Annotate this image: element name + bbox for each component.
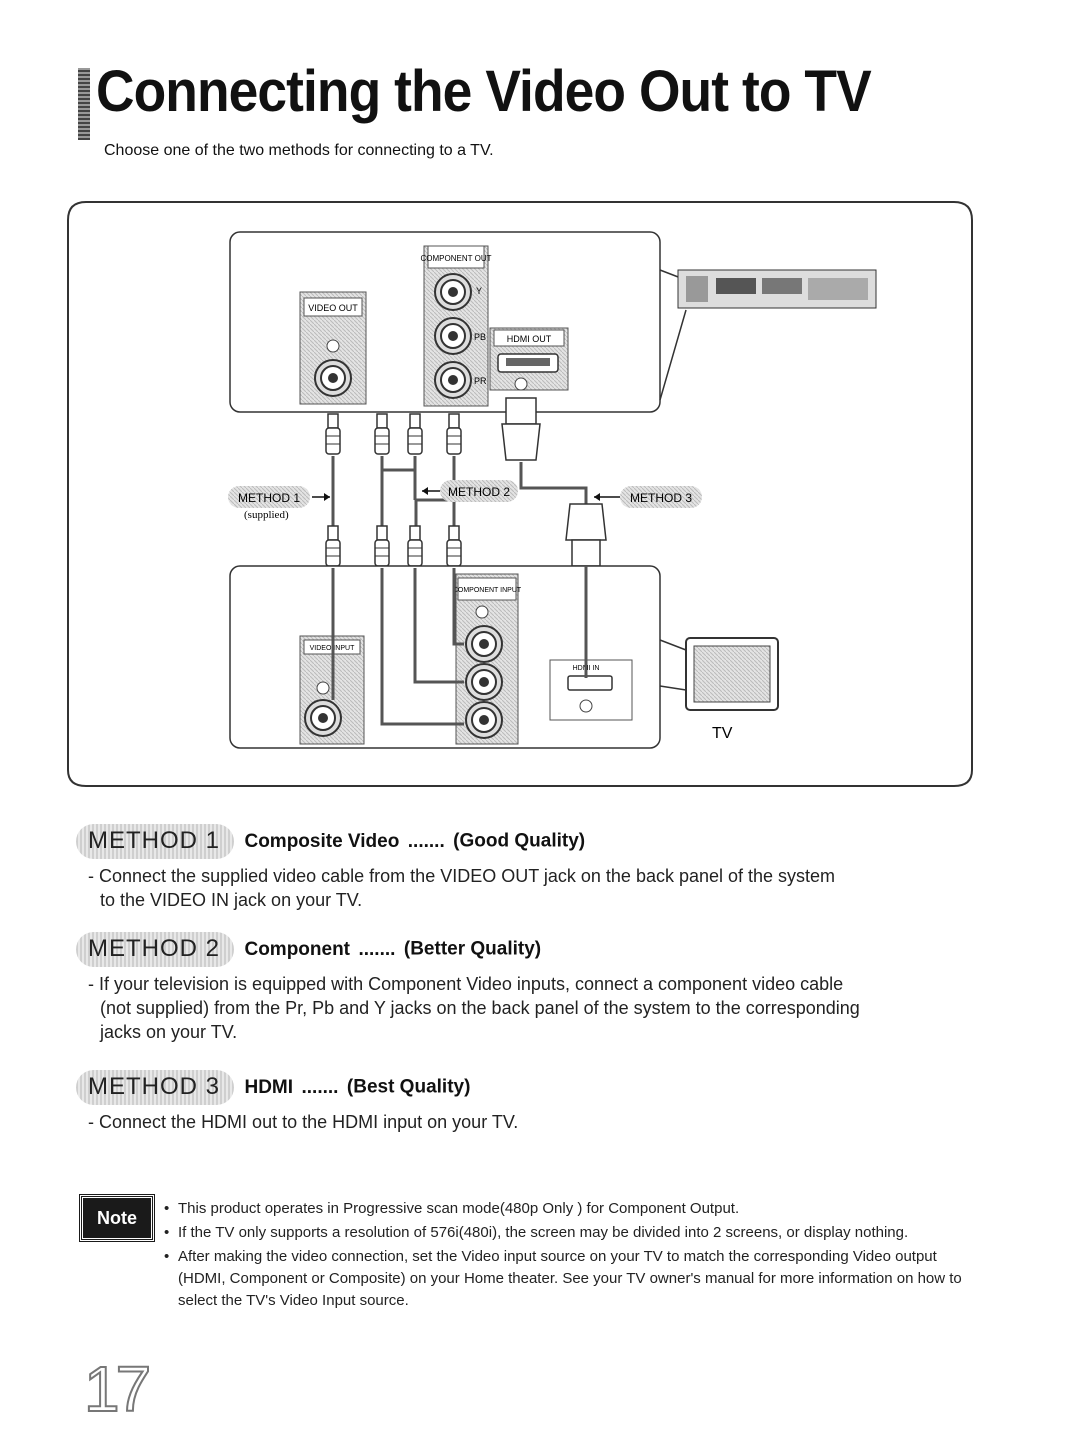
method-dots: ....... — [301, 1076, 339, 1098]
tv-label: TV — [712, 725, 733, 742]
method-name: Component — [244, 938, 351, 960]
method1-description: - Connect the supplied video cable from … — [88, 864, 835, 912]
method-badge: METHOD 2 — [76, 932, 235, 967]
method-name: Composite Video — [244, 830, 400, 852]
method3-diagram-label: METHOD 3 — [630, 491, 692, 505]
note-item: If the TV only supports a resolution of … — [164, 1222, 964, 1244]
home-theater-unit-illustration — [659, 269, 877, 401]
method2-description: - If your television is equipped with Co… — [88, 972, 860, 1044]
method3-heading: METHOD 3 HDMI ....... (Best Quality) — [76, 1070, 470, 1105]
method-quality: (Best Quality) — [346, 1076, 471, 1098]
tv-illustration — [659, 637, 779, 711]
component-input-label: COMPONENT INPUT — [453, 587, 522, 594]
pb-jack-label: PB — [474, 332, 486, 342]
connection-diagram: VIDEO OUT COMPONENT OUT Y PB PR HDMI OUT — [66, 200, 974, 788]
hdmi-out-label: HDMI OUT — [507, 334, 552, 344]
tv-back-panel — [229, 565, 661, 749]
note-item: This product operates in Progressive sca… — [164, 1198, 964, 1220]
page-number: 17 — [83, 1352, 152, 1426]
page-subtitle: Choose one of the two methods for connec… — [104, 142, 494, 159]
note-item: After making the video connection, set t… — [164, 1246, 964, 1312]
y-jack-label: Y — [476, 286, 482, 296]
component-out-label: COMPONENT OUT — [421, 254, 492, 263]
pr-jack-label: PR — [474, 376, 487, 386]
method-badge: METHOD 1 — [76, 824, 235, 859]
note-list: This product operates in Progressive sca… — [164, 1198, 964, 1314]
page-title: Connecting the Video Out to TV — [96, 59, 872, 124]
method3-description: - Connect the HDMI out to the HDMI input… — [88, 1110, 518, 1134]
method-badge: METHOD 3 — [76, 1070, 235, 1105]
method-dots: ....... — [358, 938, 396, 960]
method-text-line: to the VIDEO IN jack on your TV. — [100, 890, 363, 910]
method-text-line: - If your television is equipped with Co… — [88, 974, 844, 994]
method-text-line: jacks on your TV. — [100, 1022, 238, 1042]
method1-heading: METHOD 1 Composite Video ....... (Good Q… — [76, 824, 585, 859]
video-out-label: VIDEO OUT — [308, 303, 358, 313]
method2-heading: METHOD 2 Component ....... (Better Quali… — [76, 932, 541, 967]
method-name: HDMI — [244, 1076, 294, 1098]
title-accent-bar — [78, 68, 90, 140]
method-text-line: - Connect the supplied video cable from … — [88, 866, 836, 886]
method1-diagram-label: METHOD 1 — [238, 491, 300, 505]
method-text-line: - Connect the HDMI out to the HDMI input… — [88, 1112, 519, 1132]
method-quality: (Better Quality) — [403, 938, 542, 960]
supplied-label: (supplied) — [244, 509, 289, 521]
method2-diagram-label: METHOD 2 — [448, 485, 510, 499]
method-dots: ....... — [407, 830, 445, 852]
diagram-frame — [67, 201, 973, 787]
method-quality: (Good Quality) — [453, 830, 586, 852]
note-badge: Note — [79, 1194, 155, 1242]
method-text-line: (not supplied) from the Pr, Pb and Y jac… — [100, 998, 860, 1018]
